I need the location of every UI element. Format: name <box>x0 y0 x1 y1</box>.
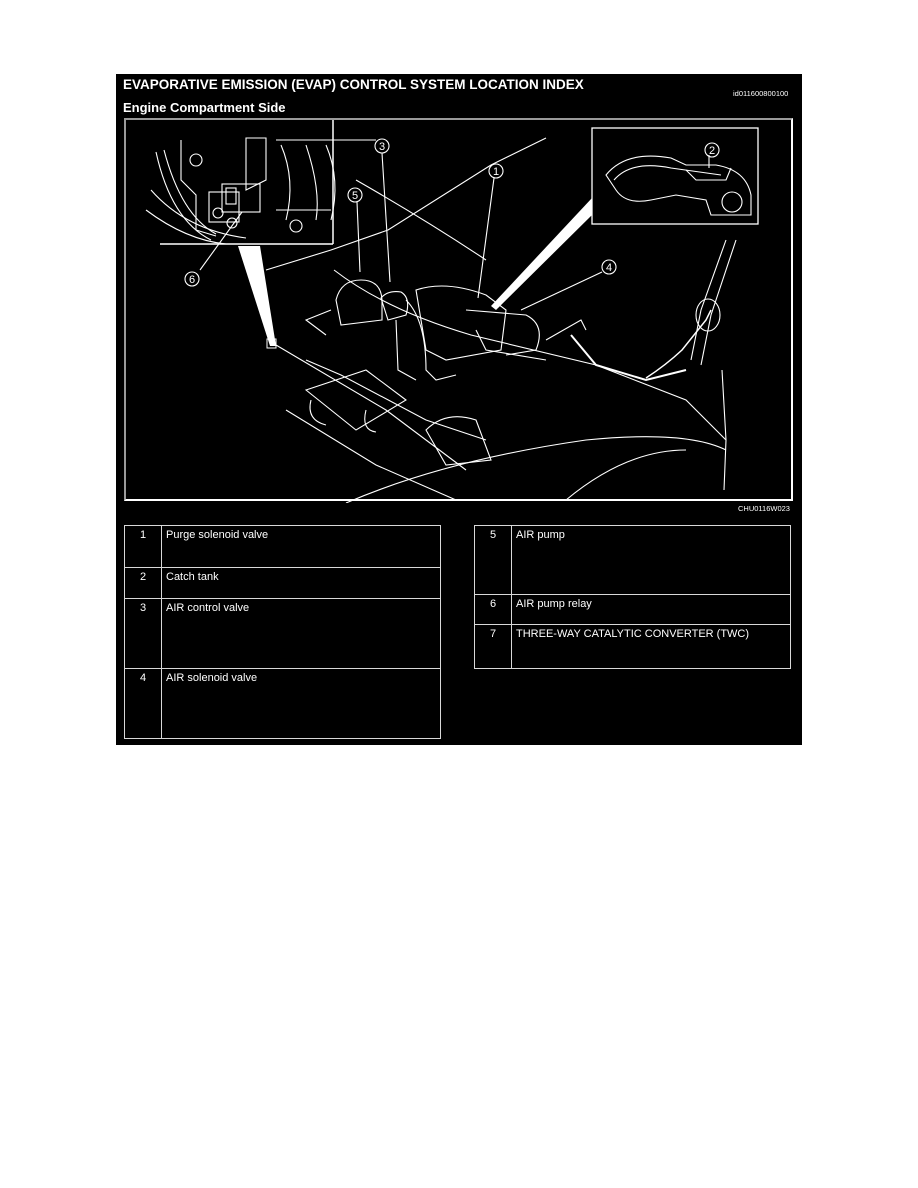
document-id: id011600800100 <box>733 89 789 98</box>
item-name: THREE-WAY CATALYTIC CONVERTER (TWC) <box>511 624 791 669</box>
item-number: 1 <box>124 525 162 568</box>
callout-3: 3 <box>374 138 391 283</box>
item-name: Purge solenoid valve <box>161 525 441 568</box>
item-name: AIR solenoid valve <box>161 668 441 739</box>
svg-text:6: 6 <box>189 274 195 286</box>
callout-4: 4 <box>520 259 617 311</box>
engine-compartment-diagram: 6 2 <box>124 118 793 503</box>
svg-text:4: 4 <box>606 262 612 274</box>
legend-table-left: 1 Purge solenoid valve 2 Catch tank 3 AI… <box>124 525 441 739</box>
svg-text:5: 5 <box>352 190 358 202</box>
relay-inset <box>145 120 376 245</box>
callout-1: 1 <box>477 163 504 299</box>
callout-5: 5 <box>347 187 363 273</box>
page-title: EVAPORATIVE EMISSION (EVAP) CONTROL SYST… <box>123 77 584 92</box>
legend-table-right: 5 AIR pump 6 AIR pump relay 7 THREE-WAY … <box>474 525 791 669</box>
item-number: 4 <box>124 668 162 739</box>
item-number: 5 <box>474 525 512 595</box>
callout-6: 6 <box>184 211 243 287</box>
item-number: 2 <box>124 567 162 599</box>
item-name: AIR pump <box>511 525 791 595</box>
item-name: AIR pump relay <box>511 594 791 625</box>
figure-code: CHU0116W023 <box>738 504 790 513</box>
item-number: 7 <box>474 624 512 669</box>
table-row: 4 AIR solenoid valve <box>124 668 441 739</box>
table-row: 2 Catch tank <box>124 567 441 599</box>
item-number: 3 <box>124 598 162 669</box>
svg-text:1: 1 <box>493 166 499 178</box>
section-subtitle: Engine Compartment Side <box>123 100 286 115</box>
item-name: AIR control valve <box>161 598 441 669</box>
intake-duct-inset: 2 <box>591 127 759 225</box>
table-row: 3 AIR control valve <box>124 598 441 669</box>
svg-text:2: 2 <box>709 145 715 157</box>
table-row: 7 THREE-WAY CATALYTIC CONVERTER (TWC) <box>474 624 791 669</box>
svg-text:3: 3 <box>379 141 385 153</box>
item-name: Catch tank <box>161 567 441 599</box>
table-row: 6 AIR pump relay <box>474 594 791 625</box>
table-row: 5 AIR pump <box>474 525 791 595</box>
item-number: 6 <box>474 594 512 625</box>
table-row: 1 Purge solenoid valve <box>124 525 441 568</box>
